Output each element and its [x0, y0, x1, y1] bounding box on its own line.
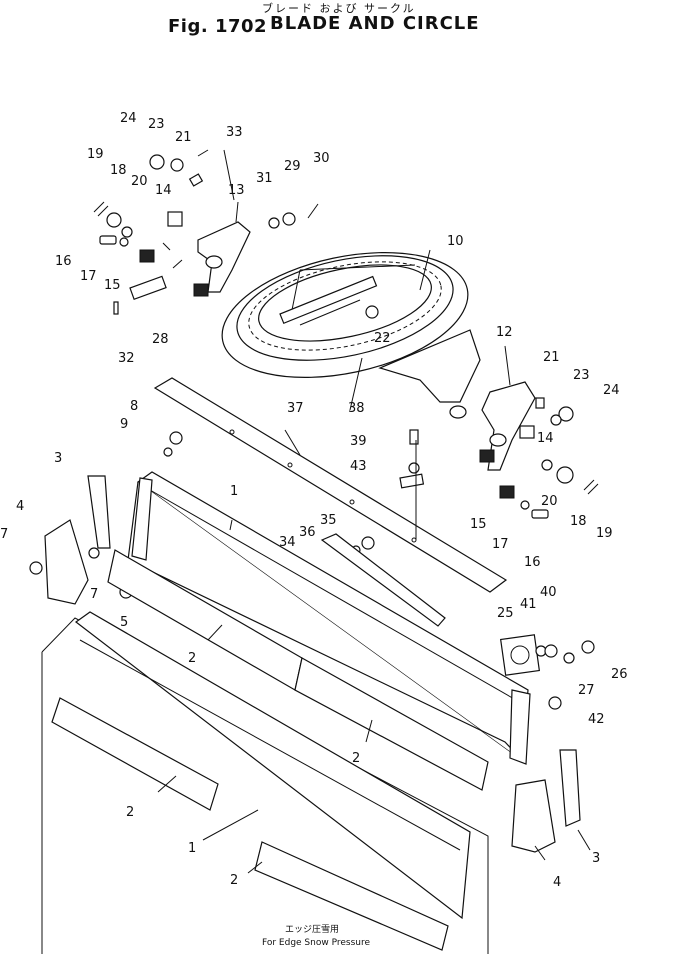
leader-lines: [157, 149, 591, 874]
callout-15: 15: [104, 278, 121, 293]
callout-15b: 15: [470, 517, 487, 532]
reinforcement-bar: [320, 533, 446, 627]
callout-4b: 4: [553, 875, 561, 890]
callout-22: 22: [374, 331, 391, 346]
callout-labels: 24 23 21 33 19 18 20 14 13 31 29 30 10 1…: [0, 111, 628, 948]
callout-16: 16: [55, 254, 72, 269]
callout-18b: 18: [570, 514, 587, 529]
callout-21: 21: [175, 130, 192, 145]
callout-21b: 21: [543, 350, 560, 365]
callout-1: 1: [230, 484, 238, 499]
callout-19b: 19: [596, 526, 613, 541]
callout-2b: 2: [352, 751, 360, 766]
callout-1b: 1: [188, 841, 196, 856]
callout-34: 34: [279, 535, 296, 550]
right-swivel-bracket: [479, 381, 536, 499]
left-end-bits: [44, 475, 111, 605]
callout-39: 39: [350, 434, 367, 449]
callout-12: 12: [496, 325, 513, 340]
callout-4: 4: [16, 499, 24, 514]
callout-23: 23: [148, 117, 165, 132]
callout-41: 41: [520, 597, 537, 612]
callout-14b: 14: [537, 431, 554, 446]
left-swivel-bracket: [113, 211, 251, 315]
callout-27: 27: [578, 683, 595, 698]
callout-25: 25: [497, 606, 514, 621]
callout-17: 17: [80, 269, 97, 284]
callout-24: 24: [120, 111, 137, 126]
note-japanese: エッジ圧雪用: [285, 924, 339, 935]
figure-number: Fig. 1702: [168, 16, 268, 37]
callout-9: 9: [120, 417, 128, 432]
callout-16b: 16: [524, 555, 541, 570]
callout-14: 14: [155, 183, 172, 198]
callout-36: 36: [299, 525, 316, 540]
callout-20b: 20: [541, 494, 558, 509]
callout-13: 13: [228, 183, 245, 198]
callout-40: 40: [540, 585, 557, 600]
callout-7b: 7: [90, 587, 98, 602]
callout-2d: 2: [230, 873, 238, 888]
snow-edge-alternative-frame: [41, 611, 489, 954]
callout-17b: 17: [492, 537, 509, 552]
guard-strip: [153, 377, 508, 593]
callout-8: 8: [130, 399, 138, 414]
circle-assembly: [221, 251, 481, 419]
callout-32: 32: [118, 351, 135, 366]
callout-30: 30: [313, 151, 330, 166]
callout-5: 5: [120, 615, 128, 630]
hardware-parts: [29, 149, 599, 710]
upper-blade: [127, 471, 531, 765]
note-english: For Edge Snow Pressure: [262, 938, 370, 948]
figure-title: BLADE AND CIRCLE: [270, 13, 480, 34]
callout-2c: 2: [126, 805, 134, 820]
title-japanese: ブレード および サークル: [262, 2, 416, 15]
callout-31: 31: [256, 171, 273, 186]
callout-26: 26: [611, 667, 628, 682]
callout-2a: 2: [188, 651, 196, 666]
callout-28: 28: [152, 332, 169, 347]
callout-35: 35: [320, 513, 337, 528]
callout-38: 38: [348, 401, 365, 416]
callout-29: 29: [284, 159, 301, 174]
callout-10: 10: [447, 234, 464, 249]
callout-43: 43: [350, 459, 367, 474]
callout-24b: 24: [603, 383, 620, 398]
right-end-bits: [511, 749, 581, 853]
callout-19: 19: [87, 147, 104, 162]
callout-42: 42: [588, 712, 605, 727]
callout-20: 20: [131, 174, 148, 189]
callout-33: 33: [226, 125, 243, 140]
callout-18: 18: [110, 163, 127, 178]
callout-3b: 3: [592, 851, 600, 866]
callout-7: 7: [0, 527, 8, 542]
callout-37: 37: [287, 401, 304, 416]
callout-3: 3: [54, 451, 62, 466]
upper-cutting-edges: [107, 549, 489, 791]
callout-23b: 23: [573, 368, 590, 383]
